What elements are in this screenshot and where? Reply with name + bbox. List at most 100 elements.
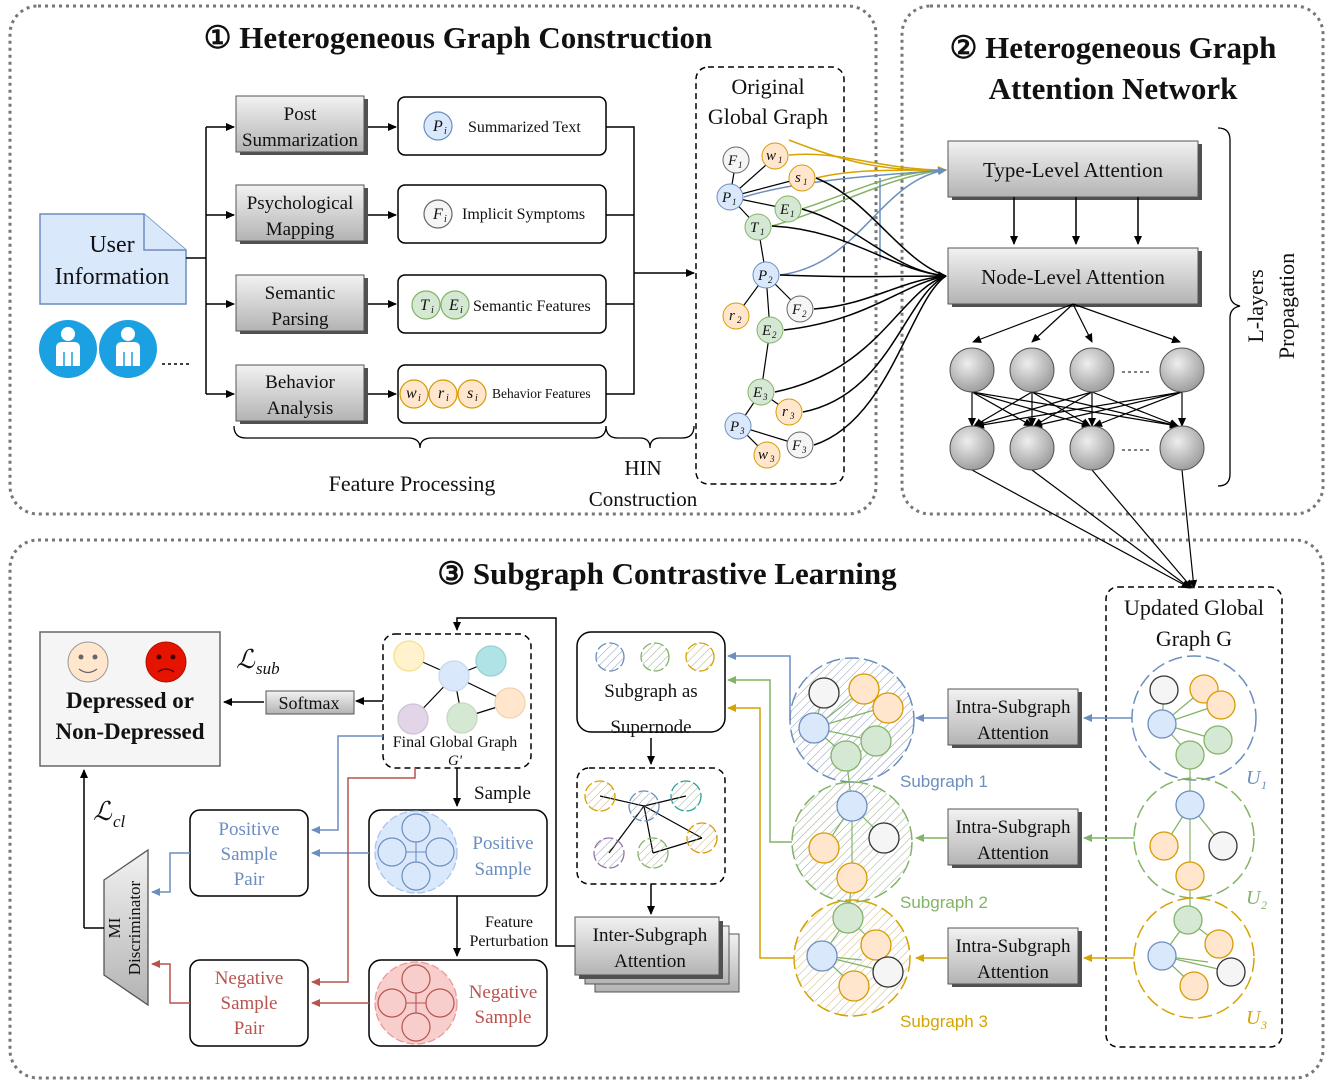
hidden-node	[949, 347, 995, 393]
positive-sample-pair: Positive Sample Pair	[189, 809, 309, 897]
node-w-label: w	[406, 385, 417, 402]
propagation-label: Propagation	[1274, 253, 1299, 359]
svg-text:U: U	[1246, 887, 1262, 909]
feature-box-semantic-features: T i E i Semantic Features	[397, 274, 607, 334]
svg-text:Supernode: Supernode	[610, 717, 691, 738]
svg-text:2: 2	[737, 315, 742, 325]
branch-connectors	[186, 123, 695, 398]
feature-label: Behavior Features	[492, 386, 591, 401]
node-sub: i	[444, 126, 447, 137]
user-info-line1: User	[89, 232, 134, 258]
svg-text:Negative: Negative	[215, 968, 284, 989]
step-label: Parsing	[272, 309, 330, 330]
svg-text:1: 1	[738, 160, 743, 170]
intra-attention-arrows	[915, 714, 1134, 962]
svg-text:3: 3	[739, 426, 745, 436]
svg-text:1: 1	[1261, 778, 1267, 792]
svg-text:T: T	[750, 220, 760, 236]
svg-text:Intra-Subgraph: Intra-Subgraph	[955, 697, 1071, 718]
intra-subgraph-attention-1: Intra-Subgraph Attention	[947, 688, 1082, 748]
hin-label-line2: Construction	[589, 487, 698, 511]
hidden-node	[1009, 425, 1055, 471]
supernode-graph	[576, 767, 726, 885]
svg-text:P: P	[757, 268, 767, 284]
svg-text:r: r	[729, 308, 735, 324]
svg-text:Subgraph 2: Subgraph 2	[900, 893, 988, 912]
updated-graph-title-1: Updated Global	[1124, 595, 1264, 620]
node-sub: i	[460, 305, 463, 316]
loss-sub: ℒ	[236, 645, 256, 674]
svg-text:Discriminator: Discriminator	[125, 880, 144, 975]
user-info-line2: Information	[55, 264, 170, 290]
hidden-node	[1009, 347, 1055, 393]
svg-text:Sample: Sample	[475, 1007, 532, 1028]
user-icon	[39, 320, 97, 378]
svg-text:E: E	[779, 202, 789, 218]
node-e-label: E	[448, 297, 459, 314]
node-sub: i	[431, 305, 434, 316]
l-layers-label: L-layers	[1243, 269, 1268, 342]
svg-text:P: P	[721, 190, 731, 206]
intra-subgraph-attention-3: Intra-Subgraph Attention	[947, 927, 1082, 987]
mi-discriminator: MI Discriminator	[103, 848, 149, 1007]
svg-text:Pair: Pair	[234, 1018, 265, 1039]
svg-text:3: 3	[801, 445, 807, 455]
svg-text:1: 1	[803, 177, 808, 187]
node-sub: i	[446, 393, 449, 404]
loss-sub-index: sub	[256, 659, 280, 678]
pair-arrows	[151, 735, 416, 1007]
hin-label-line1: HIN	[624, 456, 661, 480]
svg-text:F: F	[727, 153, 738, 169]
svg-text:Sample: Sample	[221, 993, 278, 1014]
loss-cl: ℒ	[93, 797, 113, 826]
step-behavior-analysis: Behavior Analysis	[235, 364, 368, 424]
svg-text:Attention: Attention	[977, 962, 1049, 983]
feature-label: Summarized Text	[468, 119, 581, 136]
svg-text:Type-Level Attention: Type-Level Attention	[983, 158, 1163, 182]
svg-text:F: F	[791, 438, 802, 454]
updated-global-graph-box	[1105, 586, 1283, 1048]
loss-cl-index: cl	[113, 812, 126, 831]
brace-feature-processing	[233, 425, 607, 449]
softmax-box: Softmax	[265, 690, 355, 715]
section2-container	[900, 4, 1325, 516]
svg-text:1: 1	[760, 227, 765, 237]
positive-sample: Positive Sample	[368, 809, 548, 897]
node-t-label: T	[420, 297, 430, 314]
feature-box-implicit-symptoms: F i Implicit Symptoms	[397, 184, 607, 244]
svg-text:Softmax: Softmax	[279, 693, 340, 713]
propagation-layer1-nodes	[949, 347, 1205, 393]
hidden-node	[1159, 425, 1205, 471]
svg-text:Sample: Sample	[221, 844, 278, 865]
updated-subgraph-u3: U 3	[1133, 897, 1267, 1032]
svg-text:Positive: Positive	[218, 819, 279, 840]
sample-label: Sample	[474, 783, 531, 804]
svg-text:P: P	[729, 419, 739, 435]
svg-text:1: 1	[778, 155, 783, 165]
svg-text:Node-Level Attention: Node-Level Attention	[981, 265, 1165, 289]
svg-text:F: F	[791, 302, 802, 318]
node-s-label: s	[467, 385, 473, 402]
updated-graph-title-2: Graph G	[1156, 626, 1232, 651]
subgraph-3: Subgraph 3	[793, 899, 988, 1031]
svg-text:Depressed or: Depressed or	[66, 688, 194, 713]
svg-text:Positive: Positive	[472, 833, 533, 854]
svg-text:Subgraph as: Subgraph as	[604, 681, 697, 702]
subgraph-2: Subgraph 2	[791, 781, 988, 919]
svg-text:Attention: Attention	[977, 843, 1049, 864]
feature-perturbation-label-2: Perturbation	[469, 933, 548, 950]
svg-text:w: w	[766, 148, 776, 164]
inter-to-final-arrow	[453, 617, 575, 947]
feature-label: Semantic Features	[473, 298, 591, 315]
svg-text:Negative: Negative	[469, 982, 538, 1003]
svg-text:2: 2	[802, 309, 807, 319]
svg-text:Pair: Pair	[234, 869, 265, 890]
propagation-edges	[968, 303, 1198, 589]
